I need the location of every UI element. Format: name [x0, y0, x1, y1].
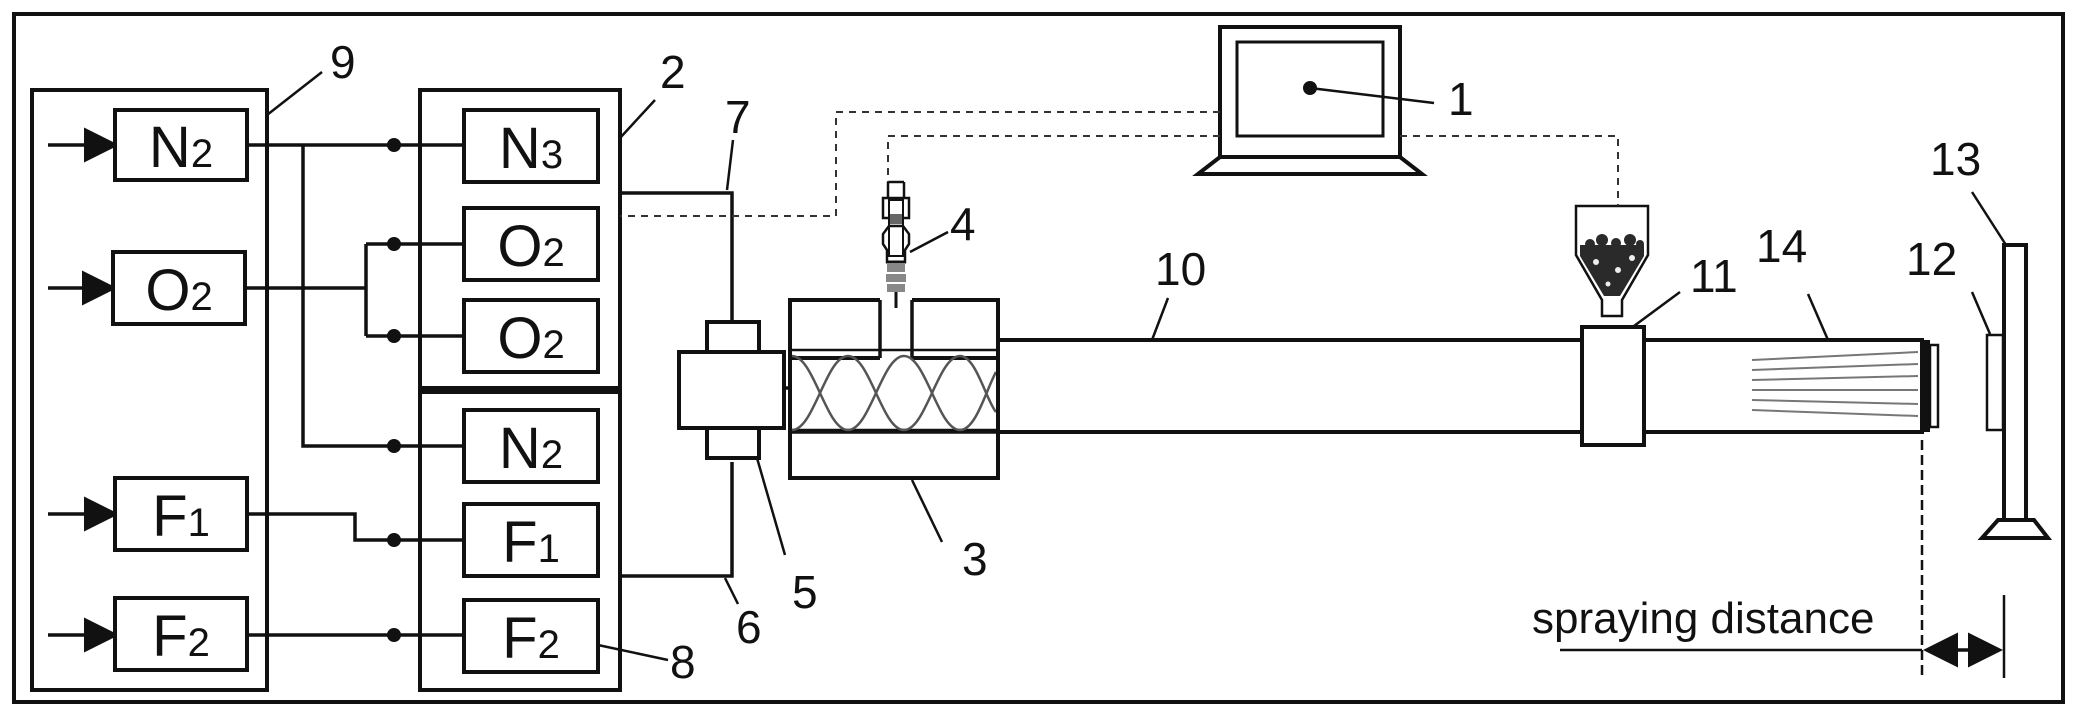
barrel — [996, 338, 1924, 434]
svg-text:O2: O2 — [497, 306, 564, 371]
label-8: 8 — [670, 636, 696, 688]
fuel-line — [620, 462, 734, 578]
laptop-icon — [1192, 25, 1428, 176]
valve-n3: N3 — [462, 108, 600, 184]
substrate-stand — [1977, 243, 2053, 540]
svg-text:F2: F2 — [152, 604, 210, 669]
label-9: 9 — [330, 36, 356, 88]
label-10: 10 — [1155, 243, 1206, 295]
label-6: 6 — [736, 601, 762, 653]
leader-11 — [1633, 290, 1681, 328]
spark-plug-icon — [881, 180, 911, 308]
gas-line — [620, 191, 734, 322]
barrel-muzzle-ring — [1928, 343, 1940, 429]
valve-f1: F1 — [462, 502, 600, 578]
spraying-distance-label: spraying distance — [1532, 594, 1874, 643]
coating — [1985, 333, 2005, 432]
powder-hopper-icon — [1574, 204, 1650, 318]
leader-6 — [723, 577, 740, 605]
leader-2 — [619, 99, 656, 139]
outer-frame — [12, 12, 2065, 704]
label-3: 3 — [962, 533, 988, 585]
supply-piping — [245, 138, 464, 642]
leader-5 — [755, 457, 787, 556]
detonation-chamber — [788, 298, 1000, 480]
leader-3 — [910, 479, 944, 543]
label-1: 1 — [1448, 73, 1474, 125]
control-lines — [620, 111, 1619, 217]
leader-14 — [1806, 293, 1830, 341]
svg-text:N2: N2 — [149, 115, 213, 180]
label-2: 2 — [660, 46, 686, 98]
mixer — [677, 320, 790, 460]
leader-1 — [1309, 86, 1435, 105]
leader-13 — [1970, 191, 2008, 246]
label-13: 13 — [1930, 133, 1981, 185]
gas-bottle-f2: F2 — [48, 596, 249, 672]
valve-f2: F2 — [462, 598, 600, 674]
spraying-distance-dimension — [1560, 440, 2006, 678]
svg-text:F2: F2 — [502, 606, 560, 671]
svg-text:O2: O2 — [497, 214, 564, 279]
valve-o2-b: O2 — [462, 298, 600, 374]
leader-4 — [909, 230, 949, 254]
label-14: 14 — [1756, 220, 1807, 272]
valve-o2-a: O2 — [462, 206, 600, 282]
svg-text:F1: F1 — [502, 510, 560, 575]
svg-text:N3: N3 — [499, 116, 563, 181]
label-5: 5 — [792, 566, 818, 618]
feeder-collar — [1580, 325, 1646, 447]
leader-10 — [1150, 297, 1170, 341]
label-7: 7 — [725, 91, 751, 143]
leader-8 — [597, 643, 669, 662]
label-4: 4 — [950, 198, 976, 250]
barrel-muzzle — [1922, 340, 1930, 432]
label-11: 11 — [1690, 250, 1738, 302]
svg-text:O2: O2 — [145, 258, 212, 323]
svg-text:N2: N2 — [499, 416, 563, 481]
label-12: 12 — [1906, 233, 1957, 285]
svg-text:F1: F1 — [152, 484, 210, 549]
leader-7 — [725, 139, 735, 191]
leader-9 — [266, 71, 323, 116]
valve-n2: N2 — [462, 408, 600, 484]
gas-supply-frame — [30, 88, 269, 692]
spray-jet — [1751, 351, 1919, 417]
leader-12 — [1970, 291, 1992, 335]
